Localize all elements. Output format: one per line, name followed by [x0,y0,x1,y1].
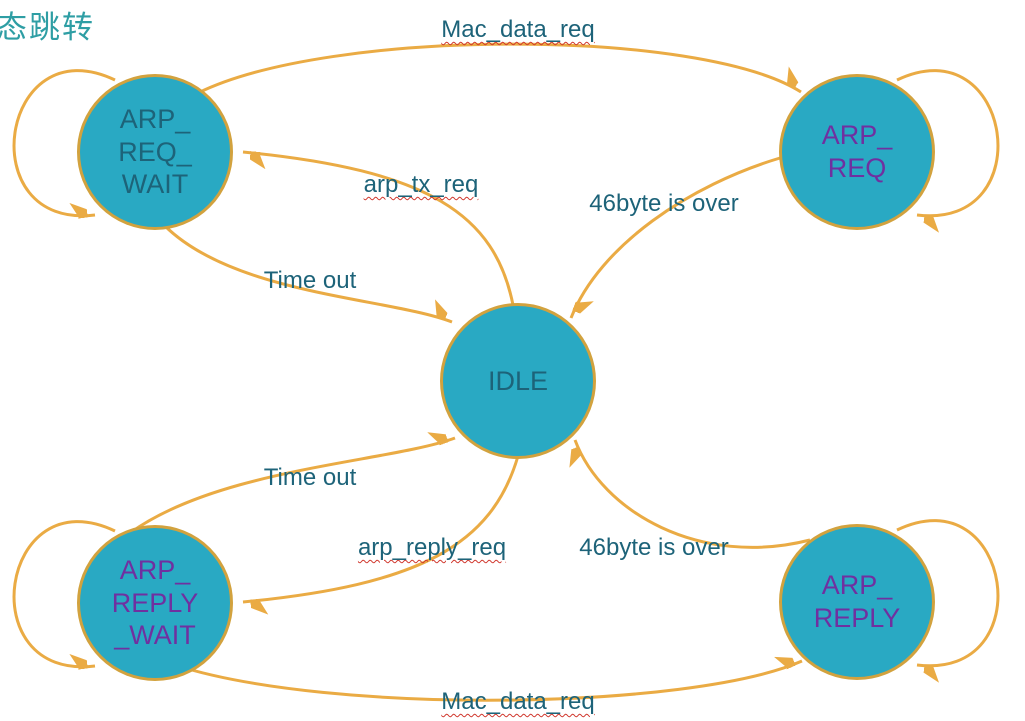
state-arp-req-wait-label: ARP_ REQ_ WAIT [118,103,192,200]
self-loop-arp-req [896,69,1000,216]
edge-idle-to-arp-reply-wait [242,455,520,602]
edge-arp-reply-wait-to-idle [129,438,456,535]
edge-arp-req-wait-to-arp-req [197,42,801,95]
transition-label-46byte-top: 46byte is over [589,190,739,217]
self-loop-arp-req-wait [12,69,116,216]
state-arp-req-wait: ARP_ REQ_ WAIT [77,74,233,230]
state-arp-req: ARP_ REQ [779,74,935,230]
transition-label-time-out-top: Time out [263,267,357,294]
state-arp-reply-wait-label: ARP_ REPLY _WAIT [111,554,199,651]
transition-label-mac-data-req-bottom: Mac_data_req [441,688,595,715]
transition-label-time-out-bottom: Time out [263,464,357,491]
edge-arp-req-wait-to-idle [163,224,453,324]
transition-label-arp-tx-req: arp_tx_req [363,171,479,198]
edge-idle-to-arp-req-wait [242,150,515,306]
state-idle: IDLE [440,303,596,459]
state-arp-reply-wait: ARP_ REPLY _WAIT [77,525,233,681]
transition-label-mac-data-req-top: Mac_data_req [441,16,595,43]
page-title: 态跳转 [0,10,95,46]
state-arp-reply-label: ARP_ REPLY [813,570,901,633]
edge-arp-req-to-idle [569,156,781,319]
transition-label-arp-reply-req: arp_reply_req [357,534,507,561]
edge-arp-reply-wait-to-arp-reply [174,661,803,702]
edge-arp-reply-to-idle [575,439,811,549]
self-loop-arp-reply-wait [12,520,116,667]
self-loop-arp-reply [896,519,1000,666]
state-idle-label: IDLE [487,365,549,396]
state-arp-reply: ARP_ REPLY [779,524,935,680]
state-arp-req-label: ARP_ REQ [821,120,893,183]
transition-label-46byte-bottom: 46byte is over [579,534,729,561]
